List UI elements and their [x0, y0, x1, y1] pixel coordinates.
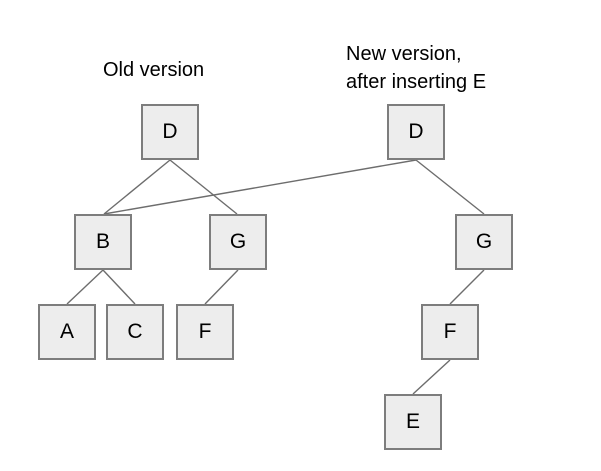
tree-node-new-e[interactable]: E [384, 394, 442, 450]
tree-node-old-c[interactable]: C [106, 304, 164, 360]
tree-node-label: B [95, 230, 110, 253]
tree-node-label: E [405, 410, 420, 433]
edge-old-g-f [204, 269, 239, 305]
tree-node-old-d[interactable]: D [141, 104, 199, 160]
edge-old-d-g [169, 159, 238, 215]
tree-node-label: D [162, 120, 178, 143]
tree-node-label: F [198, 320, 212, 343]
tree-node-label: D [408, 120, 424, 143]
tree-node-label: G [229, 230, 247, 253]
tree-node-label: G [475, 230, 493, 253]
edge-old-b-c [102, 269, 136, 305]
edge-new-d-b [103, 159, 417, 215]
tree-node-label: F [443, 320, 457, 343]
tree-node-old-a[interactable]: A [38, 304, 96, 360]
tree-node-label: C [127, 320, 143, 343]
new-version-title-line2: after inserting E [346, 71, 487, 93]
edge-old-d-b [103, 159, 171, 215]
edge-new-d-g [415, 159, 485, 215]
new-version-title: New version, after inserting E [346, 40, 486, 96]
new-version-title-line1: New version, [346, 43, 462, 65]
tree-node-label: A [59, 320, 74, 343]
tree-node-new-g[interactable]: G [455, 214, 513, 270]
tree-node-old-f[interactable]: F [176, 304, 234, 360]
edge-new-g-f [449, 269, 485, 305]
tree-node-new-f[interactable]: F [421, 304, 479, 360]
old-version-title: Old version [103, 59, 205, 81]
edge-new-f-e [412, 359, 451, 395]
tree-node-old-b[interactable]: B [74, 214, 132, 270]
tree-node-old-g[interactable]: G [209, 214, 267, 270]
edge-old-b-a [66, 269, 104, 305]
tree-node-new-d[interactable]: D [387, 104, 445, 160]
